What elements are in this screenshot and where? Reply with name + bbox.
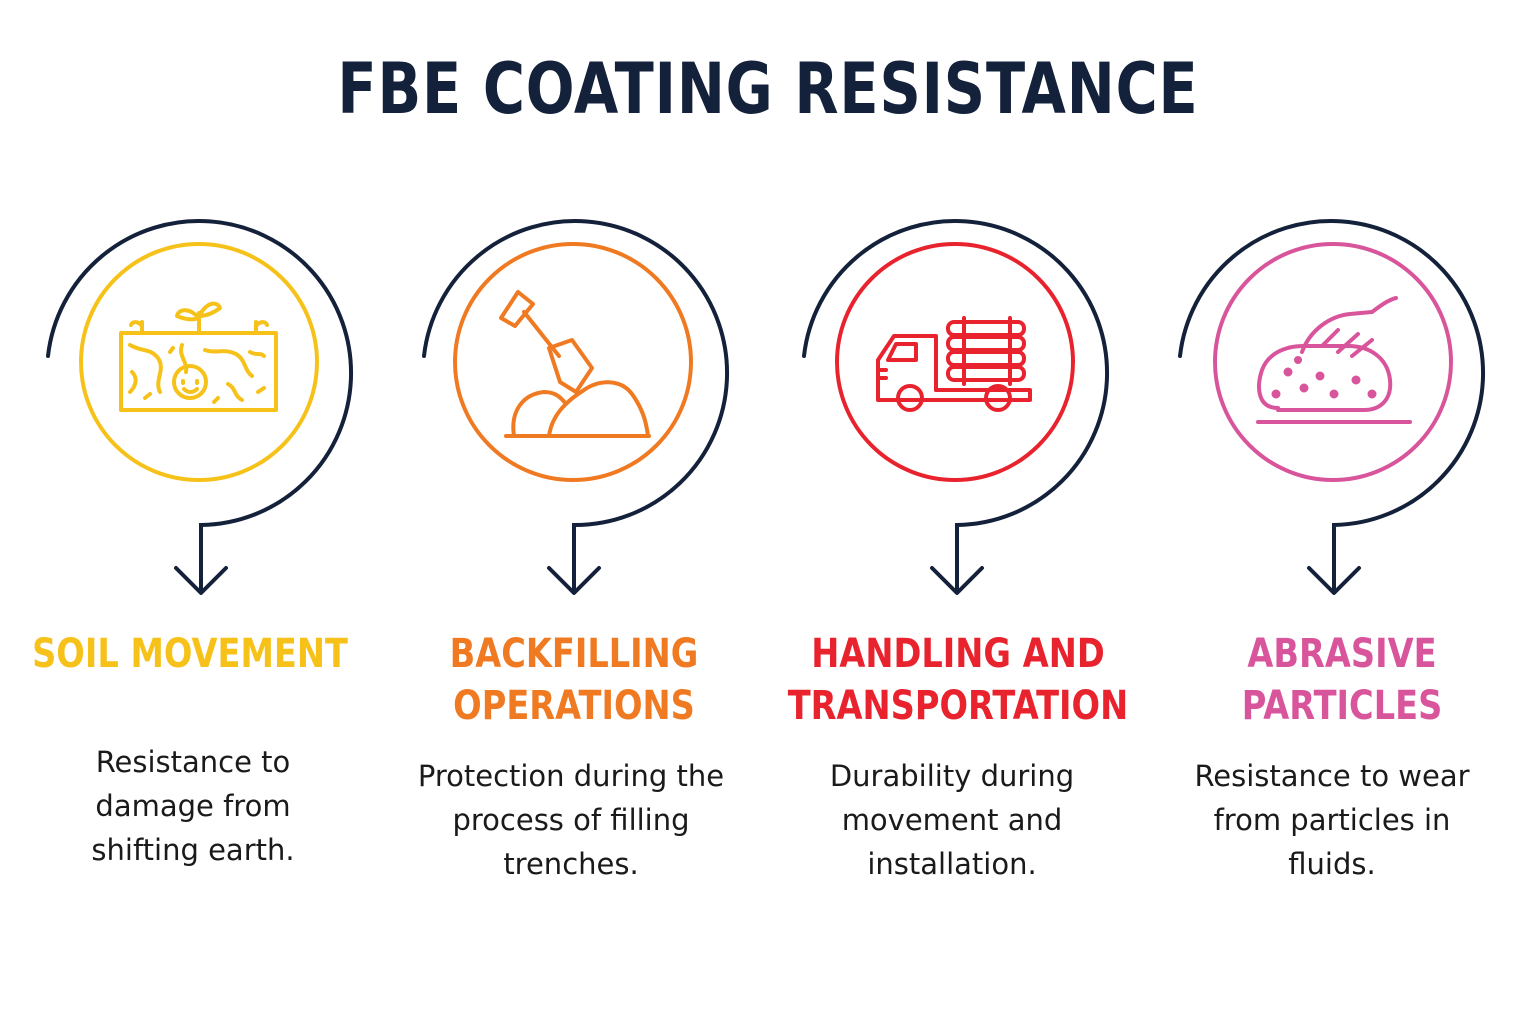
arrow-head-icon (174, 566, 228, 595)
soil-icon (119, 301, 278, 412)
item-soil-movement: SOIL MOVEMENT Resistance to damage from … (0, 0, 384, 1024)
backfilling-graphic (422, 219, 729, 595)
item-description: Resistance to damage from shifting earth… (91, 745, 295, 867)
curved-arrow-icon (422, 219, 729, 594)
item-backfilling-operations: BACKFILLING OPERATIONS Protection during… (384, 0, 768, 1024)
icon-circle (835, 242, 1075, 482)
item-description: Protection during the process of filling… (417, 759, 725, 881)
arrow-head-icon (1307, 566, 1361, 595)
item-title: HANDLING AND TRANSPORTATION (787, 631, 1129, 729)
truck-icon (876, 316, 1032, 412)
particles-icon (1256, 296, 1412, 424)
item-abrasive-particles: ABRASIVE PARTICLES Resistance to wear fr… (1152, 0, 1536, 1024)
shovel-icon (499, 290, 651, 438)
curved-arrow-icon (1178, 219, 1486, 594)
item-title: BACKFILLING OPERATIONS (449, 631, 699, 729)
item-title: ABRASIVE PARTICLES (1241, 631, 1443, 729)
curved-arrow-icon (46, 219, 354, 594)
item-title: SOIL MOVEMENT (32, 631, 348, 677)
curved-arrow-icon (802, 219, 1110, 594)
arrow-head-icon (547, 566, 601, 595)
icon-circle (79, 242, 319, 482)
page-title: FBE COATING RESISTANCE (337, 48, 1199, 130)
soil-movement-graphic (46, 219, 354, 595)
item-handling-transportation: HANDLING AND TRANSPORTATION Durability d… (768, 0, 1152, 1024)
icon-circle (1213, 242, 1453, 482)
arrow-head-icon (930, 566, 984, 595)
abrasive-graphic (1178, 219, 1486, 595)
item-description: Durability during movement and installat… (829, 759, 1075, 881)
icon-circle (453, 242, 693, 482)
item-description: Resistance to wear from particles in flu… (1194, 759, 1470, 881)
handling-graphic (802, 219, 1110, 595)
